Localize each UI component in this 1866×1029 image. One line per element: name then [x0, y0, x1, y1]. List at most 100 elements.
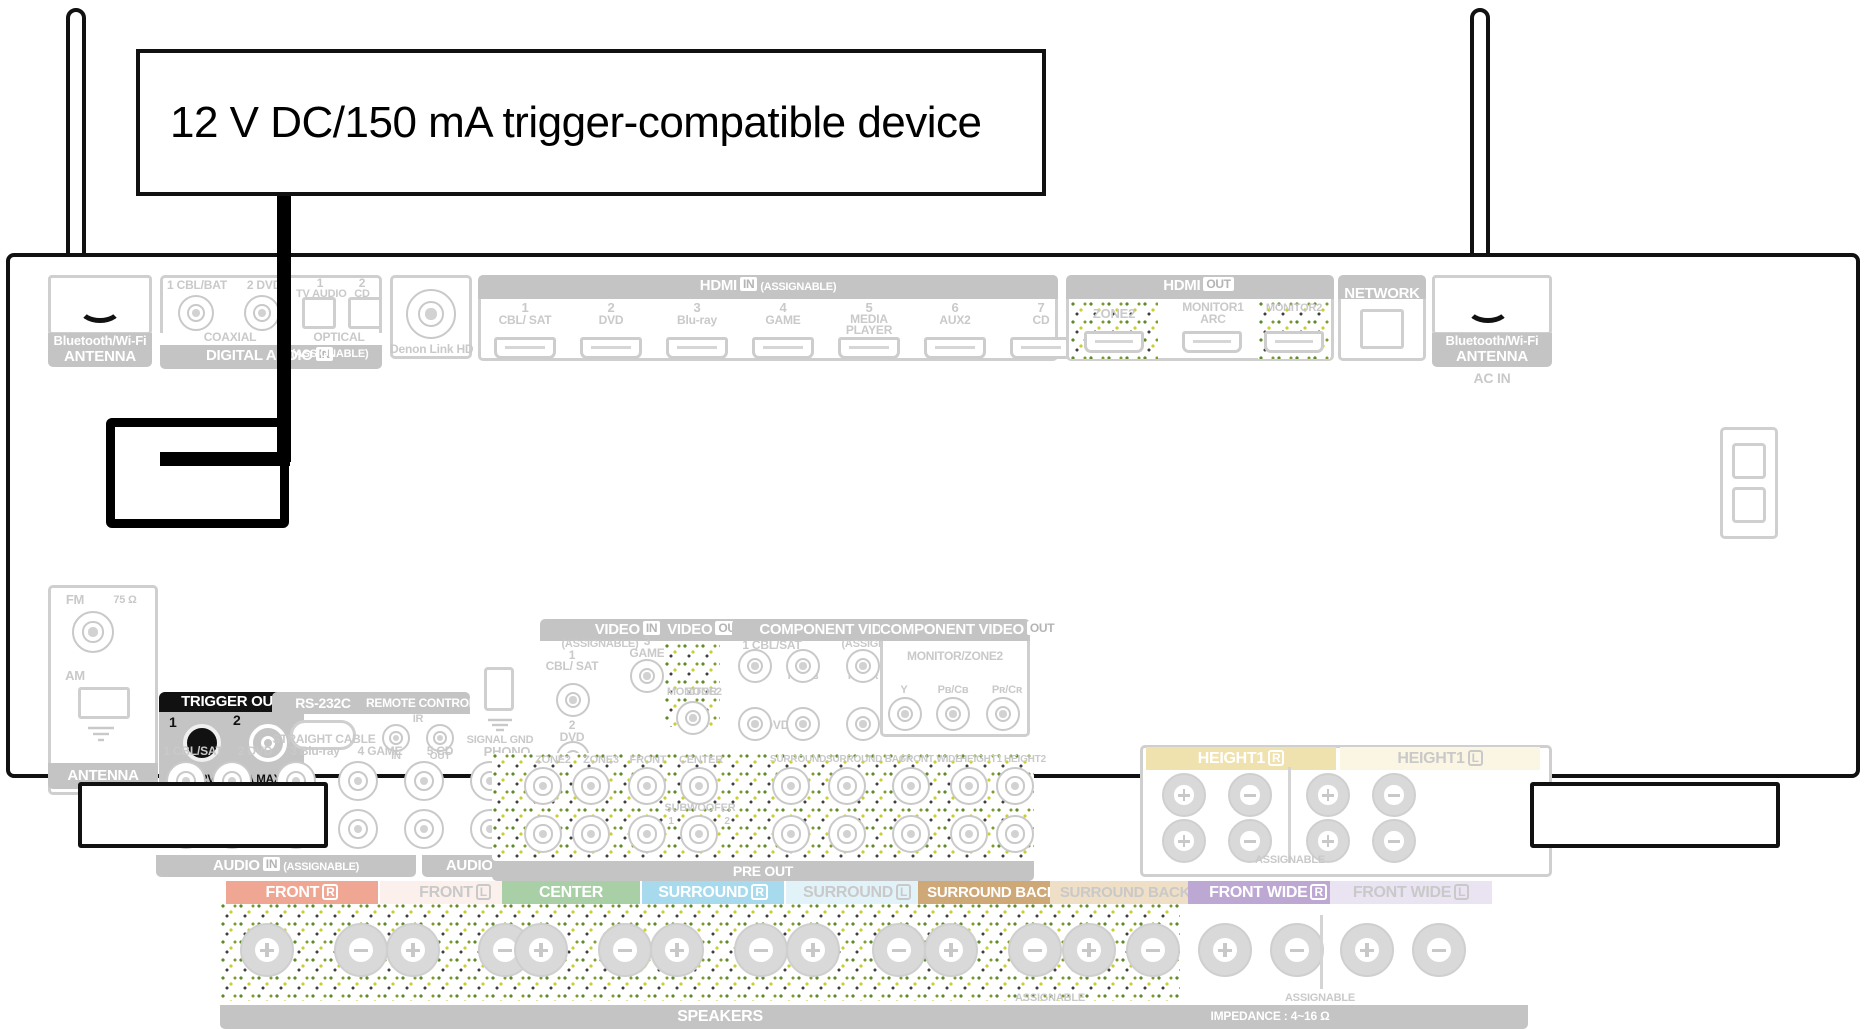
coaxial-jack-2[interactable] [244, 295, 280, 331]
pre-out-jack[interactable] [524, 767, 562, 805]
pre-out-jack[interactable] [772, 767, 810, 805]
audio-in-jack[interactable] [338, 761, 378, 801]
audio-in-port-4[interactable]: 4 GAME [357, 744, 403, 758]
pre-out-jack[interactable] [628, 815, 666, 853]
center-name: CENTER [539, 884, 603, 901]
component-in-2-pb[interactable] [786, 707, 820, 741]
pre-out-jack[interactable] [628, 767, 666, 805]
hdmi-in-port-6[interactable]: 6 AUX2 [916, 301, 994, 361]
front-wide-l-name: FRONT WIDE [1352, 884, 1452, 901]
speaker-post-minus[interactable] [734, 923, 788, 977]
component-in-1-y[interactable] [738, 649, 772, 683]
speaker-post-plus[interactable] [1062, 923, 1116, 977]
network-rj45-jack[interactable] [1360, 309, 1404, 349]
component-in-2-pr[interactable] [846, 707, 880, 741]
speaker-post-plus[interactable] [924, 923, 978, 977]
front-wide-r-minus[interactable] [1270, 923, 1324, 977]
denon-link-jack[interactable] [406, 289, 456, 339]
audio-in-jacks-row-r [160, 761, 540, 805]
hdmi-in-port-2[interactable]: 2 DVD [572, 301, 650, 361]
audio-in-port-2[interactable]: 2 DVD [237, 744, 273, 758]
height1-l-plus-2[interactable] [1306, 819, 1350, 863]
am-antenna-terminal[interactable] [78, 687, 130, 719]
pre-out-jack[interactable] [572, 767, 610, 805]
component-in-2-y[interactable] [738, 707, 772, 741]
rs232c-connector[interactable] [290, 720, 356, 750]
pre-out-jack[interactable] [828, 815, 866, 853]
remote-in-jack[interactable] [382, 724, 410, 752]
audio-in-port-3[interactable]: 3 Blu-ray [290, 744, 340, 758]
audio-in-jack[interactable] [404, 761, 444, 801]
height1-r-plus-2[interactable] [1162, 819, 1206, 863]
speaker-label-center: CENTER [502, 881, 640, 904]
front-wide-l-plus[interactable] [1340, 923, 1394, 977]
hdmi-out-zone2[interactable]: ZONE2 [1070, 301, 1158, 359]
hdmi-in-port-1[interactable]: 1 CBL/ SAT [486, 301, 564, 361]
pre-out-jack[interactable] [772, 815, 810, 853]
height1-r-plus[interactable] [1162, 773, 1206, 817]
speaker-post-minus[interactable] [334, 923, 388, 977]
speaker-post-plus[interactable] [240, 923, 294, 977]
front-wide-l-minus[interactable] [1412, 923, 1466, 977]
fm-antenna-jack[interactable] [72, 611, 114, 653]
video-out-monitor[interactable]: MONITOR [664, 686, 720, 735]
surround-r-name: SURROUND [658, 884, 749, 901]
height1-r-minus-2[interactable] [1228, 819, 1272, 863]
signal-gnd-terminal[interactable] [484, 667, 514, 711]
pre-out-jack[interactable] [524, 815, 562, 853]
hdmi-in-port-3[interactable]: 3 Blu-ray [658, 301, 736, 361]
video-in-port-3[interactable]: 3 GAME [616, 635, 678, 695]
coaxial-caption: COAXIAL [203, 330, 257, 344]
audio-in-port-1[interactable]: 1 CBL/SAT [163, 744, 223, 758]
component-in-1-pr[interactable] [846, 649, 880, 683]
height1-r-minus[interactable] [1228, 773, 1272, 817]
hdmi-in-port-4[interactable]: 4 GAME [744, 301, 822, 361]
hdmi-out-monitor2[interactable]: MONITOR2 [1258, 301, 1330, 359]
component-out-y[interactable] [888, 697, 922, 731]
audio-in-jack[interactable] [338, 809, 378, 849]
speaker-post-plus[interactable] [786, 923, 840, 977]
remote-out-jack[interactable] [426, 724, 454, 752]
component-in-1-pb[interactable] [786, 649, 820, 683]
pre-out-jack[interactable] [892, 767, 930, 805]
speaker-post-minus[interactable] [598, 923, 652, 977]
pre-out-jack[interactable] [996, 767, 1034, 805]
rs232c-group: RS-232C [272, 692, 374, 764]
speaker-post-plus[interactable] [386, 923, 440, 977]
height1-l-minus-2[interactable] [1372, 819, 1416, 863]
speaker-post-minus[interactable] [1008, 923, 1062, 977]
video-out-zone2[interactable]: ZONE2 [676, 686, 732, 735]
rs232c-label: RS-232C [295, 695, 351, 711]
video-in-port-1[interactable]: 1 CBL/ SAT [544, 649, 600, 723]
pre-out-jack[interactable] [950, 815, 988, 853]
pre-out-jack[interactable] [572, 815, 610, 853]
pre-out-jack[interactable] [996, 815, 1034, 853]
height1-l-plus[interactable] [1306, 773, 1350, 817]
height1-l-minus[interactable] [1372, 773, 1416, 817]
trigger-out-jack-2[interactable] [249, 724, 287, 762]
speaker-post-plus[interactable] [650, 923, 704, 977]
front-wide-r-plus[interactable] [1198, 923, 1252, 977]
speaker-post-plus[interactable] [514, 923, 568, 977]
front-r-name: FRONT [265, 884, 320, 901]
optical-jack-2[interactable] [348, 297, 382, 329]
hdmi-out-monitor1[interactable]: MONITOR1 ARC [1170, 301, 1256, 359]
pre-out-jack[interactable] [680, 767, 718, 805]
pre-out-jack[interactable] [950, 767, 988, 805]
speaker-post-minus[interactable] [1126, 923, 1180, 977]
audio-in-port-5[interactable]: 5 CD [426, 744, 454, 758]
optical-jack-1[interactable] [302, 297, 336, 329]
speaker-post-minus[interactable] [872, 923, 926, 977]
trigger-out-jack-1[interactable] [183, 724, 221, 762]
audio-in-jack[interactable] [404, 809, 444, 849]
component-out-pb[interactable] [936, 697, 970, 731]
pre-out-jack[interactable] [828, 767, 866, 805]
pre-out-jack[interactable] [892, 815, 930, 853]
component-out-pr[interactable] [986, 697, 1020, 731]
hdmi-in-port-5[interactable]: 5 MEDIA PLAYER [830, 301, 908, 361]
bt-antenna-label-line1: Bluetooth/Wi-Fi [53, 333, 147, 348]
hdmi-in-port-7[interactable]: 7 CD [1002, 301, 1080, 361]
pre-out-jack[interactable] [680, 815, 718, 853]
coaxial-jack-1[interactable] [178, 295, 214, 331]
